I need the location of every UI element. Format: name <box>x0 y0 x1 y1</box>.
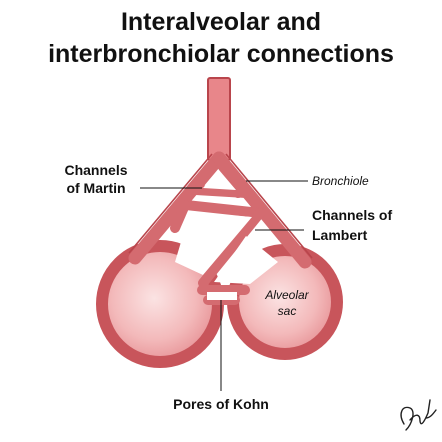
lumen-lower <box>214 236 278 284</box>
branch-walls-outline <box>128 153 313 259</box>
label-channels-lambert-2: Lambert <box>312 227 368 243</box>
airway-structure <box>96 77 343 368</box>
label-alveolar-sac-1: Alveolar <box>264 288 309 302</box>
lumen-upper <box>203 170 236 190</box>
pore-of-kohn-gap <box>207 292 237 300</box>
lumen-middle <box>175 212 252 275</box>
title-line-2: interbronchiolar connections <box>48 40 394 68</box>
label-channels-martin-1: Channels <box>64 162 127 178</box>
label-pores-kohn: Pores of Kohn <box>173 396 269 412</box>
label-channels-lambert-1: Channels of <box>312 207 392 223</box>
label-bronchiole: Bronchiole <box>312 174 369 188</box>
title-line-1: Interalveolar and <box>121 8 321 36</box>
signature-mark <box>400 399 437 431</box>
label-alveolar-sac-2: sac <box>278 304 297 318</box>
label-channels-martin-2: of Martin <box>66 180 125 196</box>
bronchiole-stem <box>207 77 231 161</box>
labels: Channels of Martin Bronchiole Channels o… <box>64 162 392 412</box>
